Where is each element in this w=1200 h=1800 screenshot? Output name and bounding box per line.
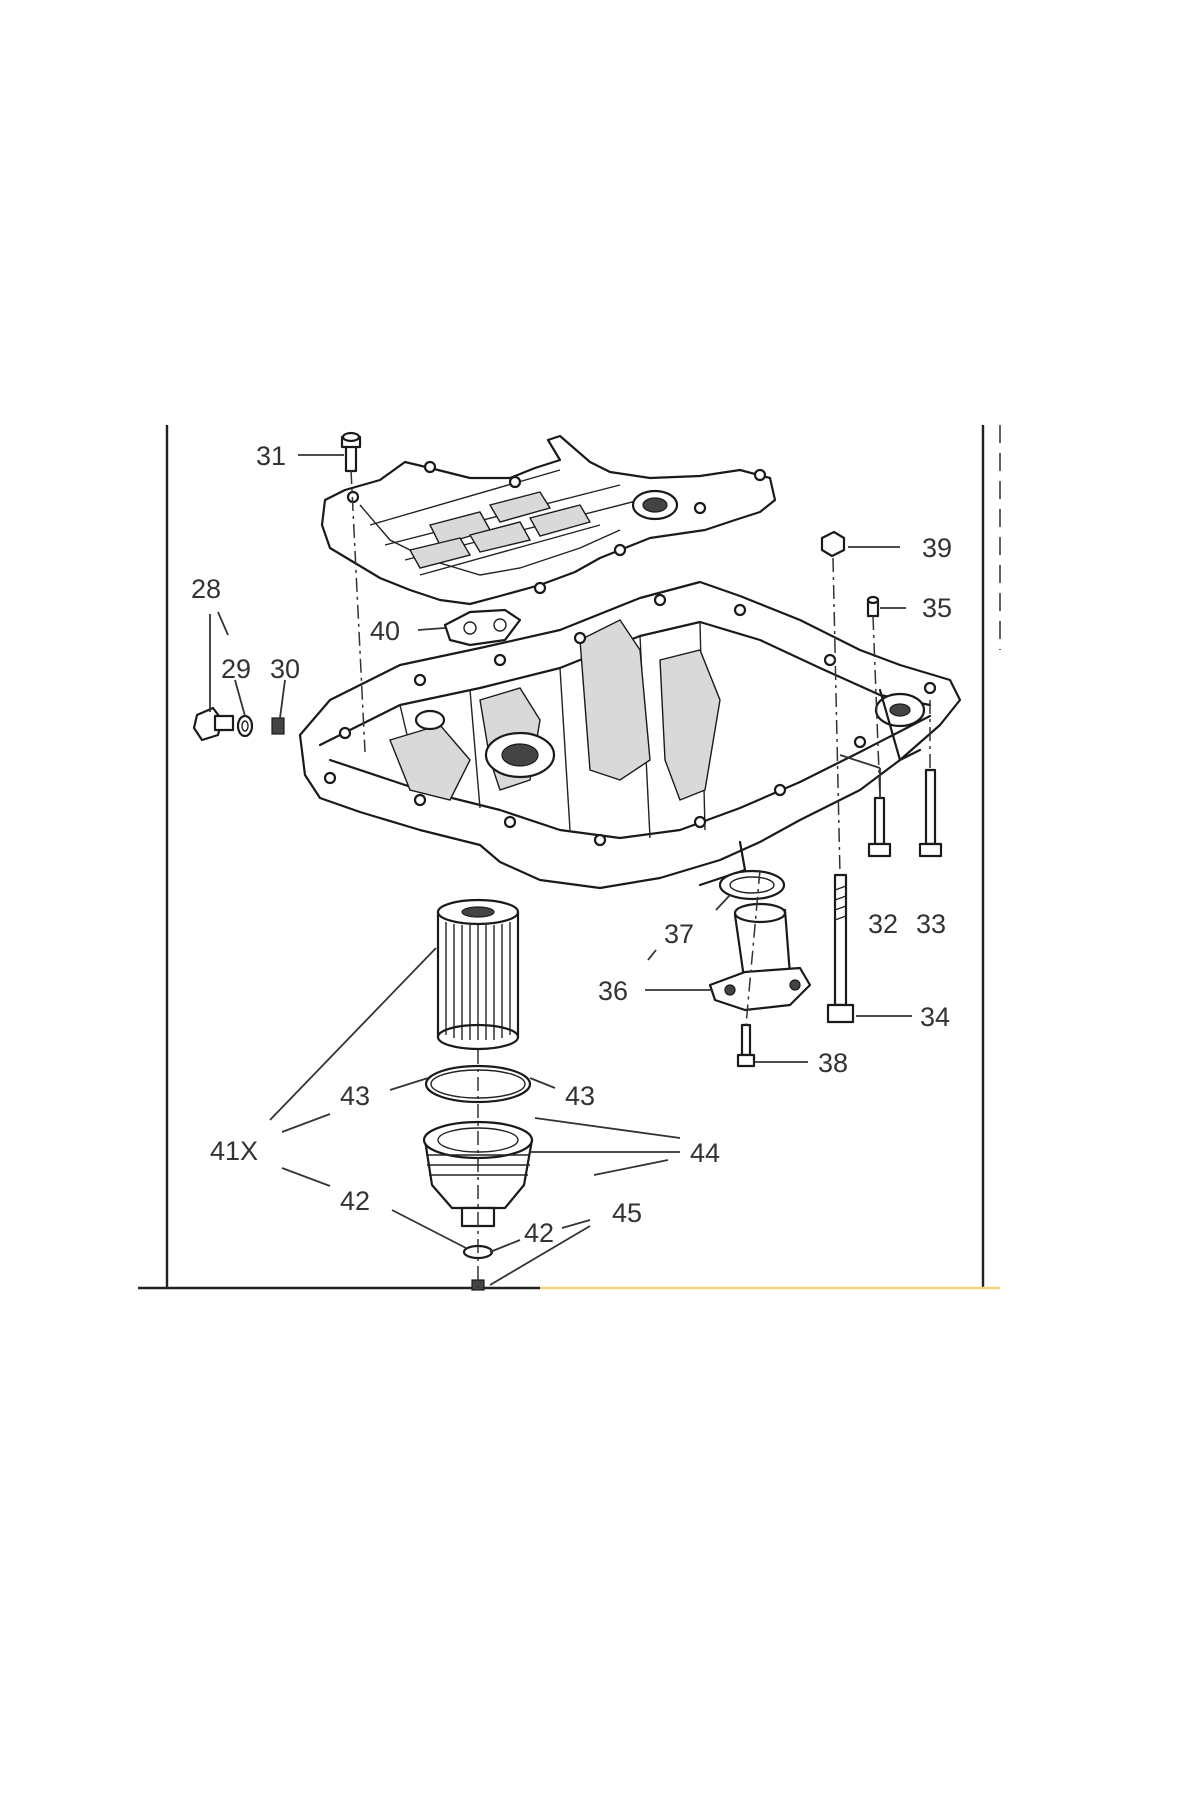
callout-45: 45 xyxy=(612,1198,642,1228)
frame xyxy=(138,425,1001,1290)
callout-37: 37 xyxy=(664,919,694,949)
bolt-38-part xyxy=(736,1023,756,1068)
callout-38: 38 xyxy=(818,1048,848,1078)
gasket-40-part xyxy=(443,608,522,647)
baffle-plate xyxy=(320,434,777,606)
callout-28: 28 xyxy=(191,574,221,604)
callout-43-left: 43 xyxy=(340,1081,370,1111)
bolt-32-part xyxy=(867,796,892,858)
callout-41x: 41X xyxy=(210,1136,258,1166)
callout-29: 29 xyxy=(221,654,251,684)
callout-30: 30 xyxy=(270,654,300,684)
callout-35: 35 xyxy=(922,593,952,623)
bolt-31-part xyxy=(340,431,362,473)
callout-44: 44 xyxy=(690,1138,720,1168)
callout-31: 31 xyxy=(256,441,286,471)
bolt-34-part xyxy=(826,873,855,1024)
bolt-33-part xyxy=(918,768,943,858)
callout-39: 39 xyxy=(922,533,952,563)
callout-42-left: 42 xyxy=(340,1186,370,1216)
callout-42-right: 42 xyxy=(524,1218,554,1248)
seal-37-part xyxy=(718,869,786,901)
callout-43-right: 43 xyxy=(565,1081,595,1111)
pin-35-part xyxy=(866,595,880,618)
oil-pan xyxy=(298,580,962,890)
callout-36: 36 xyxy=(598,976,628,1006)
sensor-36-part xyxy=(708,902,812,1012)
callout-32: 32 xyxy=(868,909,898,939)
leader-lines xyxy=(209,454,912,1286)
drain-plug-parts xyxy=(192,706,285,742)
nut-39-part xyxy=(820,530,846,558)
callout-labels: 31 28 29 30 40 39 35 32 33 37 36 34 38 4… xyxy=(191,441,952,1248)
callout-34: 34 xyxy=(920,1002,950,1032)
callout-40: 40 xyxy=(370,616,400,646)
callout-33: 33 xyxy=(916,909,946,939)
assembly-centerlines xyxy=(350,469,931,1290)
oil-filter-element xyxy=(436,898,520,1051)
